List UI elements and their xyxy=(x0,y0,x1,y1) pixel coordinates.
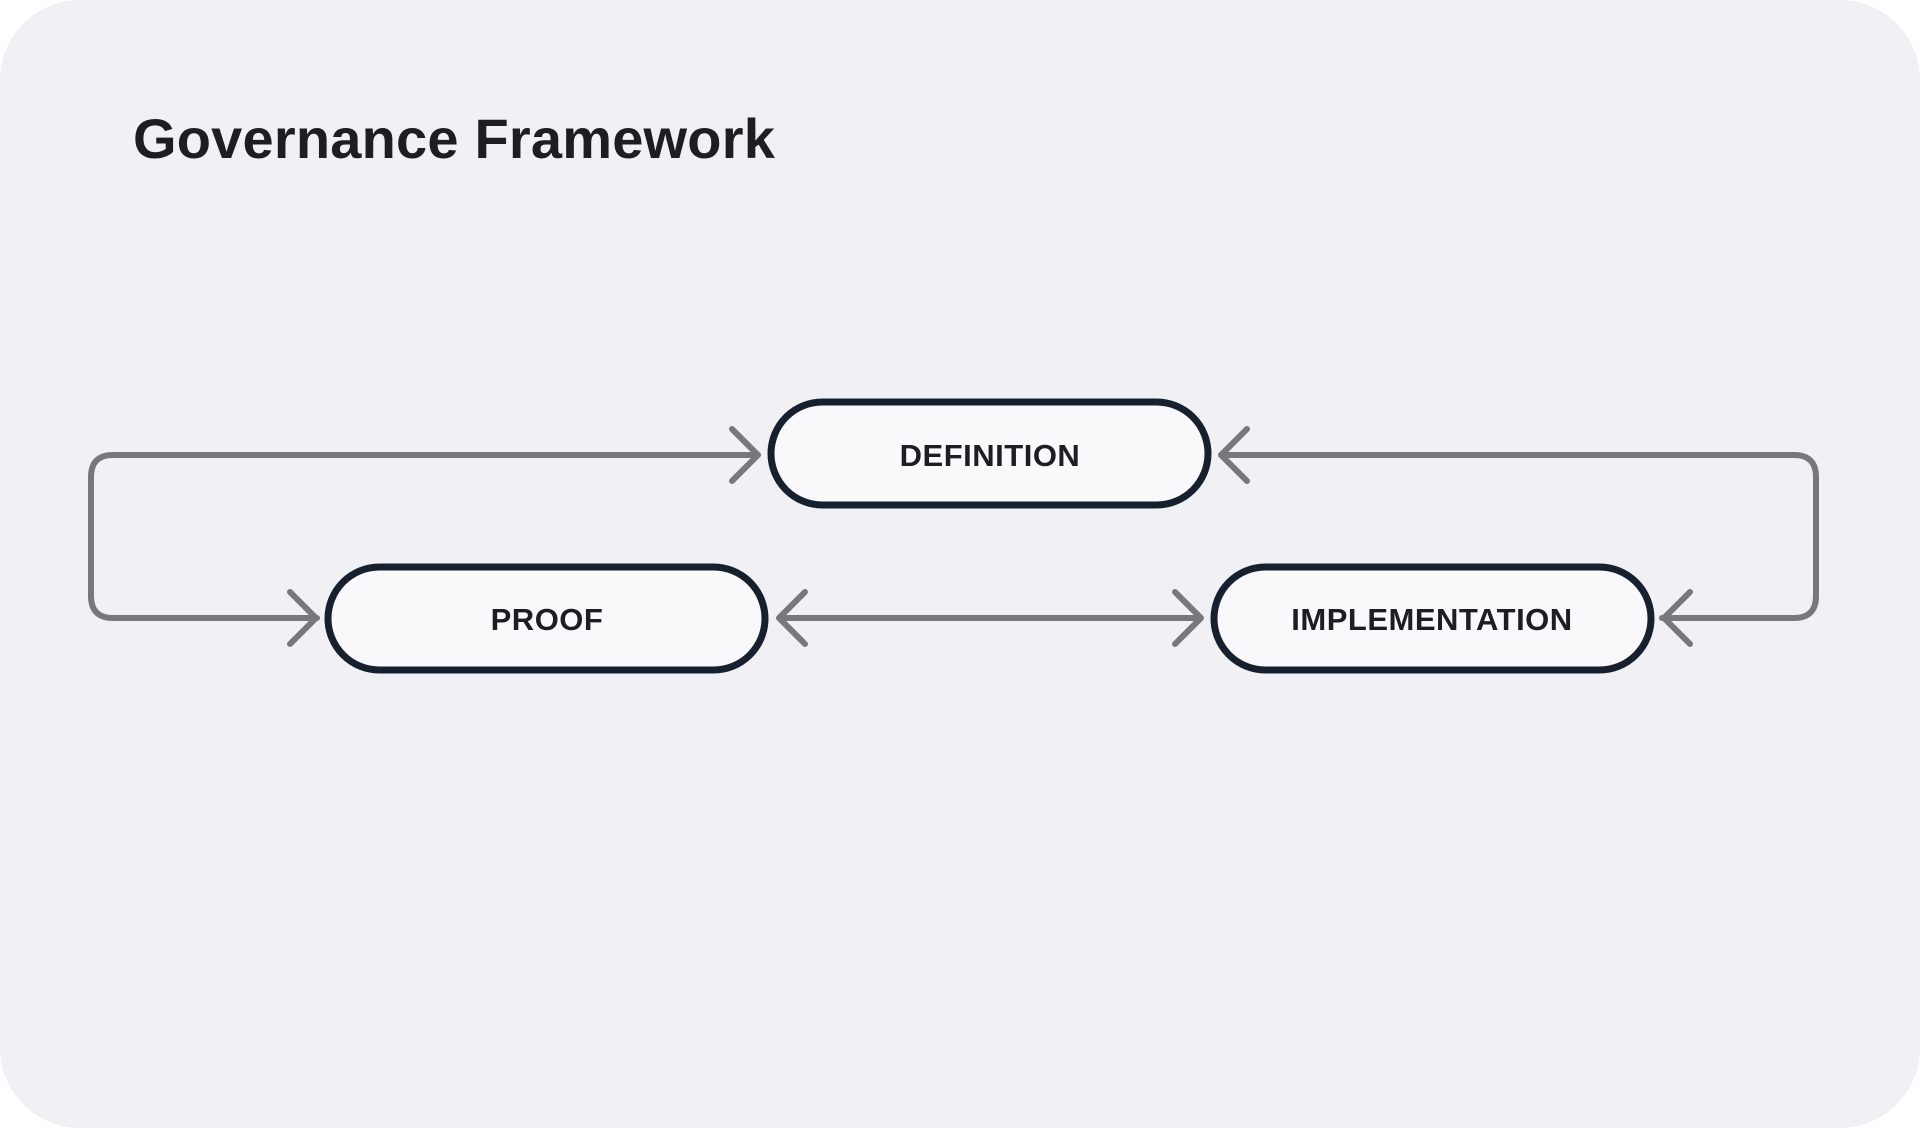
node-proof-label: PROOF xyxy=(491,602,604,637)
connector-implementation-definition xyxy=(1218,452,1819,621)
arrowhead-into-proof-left xyxy=(287,589,319,647)
node-definition: DEFINITION xyxy=(767,398,1212,509)
connector-proof-definition xyxy=(88,452,761,621)
node-definition-label: DEFINITION xyxy=(900,438,1081,473)
arrowhead-into-proof-right xyxy=(776,589,808,647)
page-title: Governance Framework xyxy=(133,107,776,170)
arrowhead-into-definition-right xyxy=(1218,426,1250,484)
arrowhead-into-definition-left xyxy=(729,426,761,484)
node-proof: PROOF xyxy=(324,563,769,674)
node-implementation-label: IMPLEMENTATION xyxy=(1291,602,1572,637)
arrowhead-into-implementation-right xyxy=(1661,589,1693,647)
arrowhead-into-implementation-left xyxy=(1172,589,1204,647)
node-implementation: IMPLEMENTATION xyxy=(1210,563,1655,674)
